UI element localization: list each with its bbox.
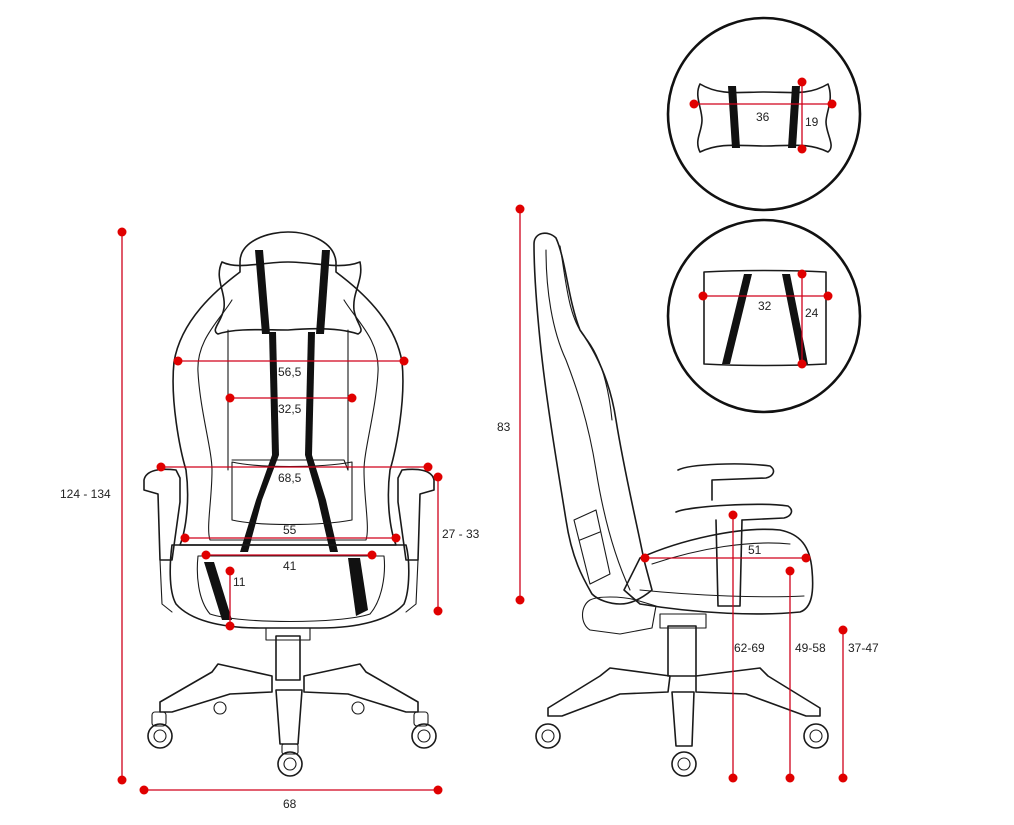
side-view-chair [533,232,829,777]
seat-width-label: 55 [283,523,297,537]
front-view-chair [143,231,437,777]
backrest-inner-width-label: 32,5 [278,402,302,416]
seat-depth-label: 51 [748,543,762,557]
backrest-top-width-label: 56,5 [278,365,302,379]
seat-floor-height-label: 49-58 [795,641,826,655]
seat-cushion-height-label: 11 [233,575,246,589]
dimension-labels: 124 - 134 68 56,5 32,5 68,5 55 41 11 27 … [60,110,879,811]
seat-inner-width-label: 41 [283,559,297,573]
lumbar-pillow-detail [666,218,862,414]
lumbar-pillow-width-label: 32 [758,299,772,313]
head-pillow-detail [666,16,862,212]
min-height-label: 37-47 [848,641,879,655]
armrest-floor-height-label: 62-69 [734,641,765,655]
backrest-height-label: 83 [497,420,511,434]
total-height-label: 124 - 134 [60,487,111,501]
armrest-span-label: 68,5 [278,471,302,485]
dimension-lines [117,77,848,795]
armrest-height-label: 27 - 33 [442,527,480,541]
head-pillow-height-label: 19 [805,115,819,129]
lumbar-pillow-height-label: 24 [805,306,819,320]
base-width-label: 68 [283,797,297,811]
head-pillow-width-label: 36 [756,110,770,124]
